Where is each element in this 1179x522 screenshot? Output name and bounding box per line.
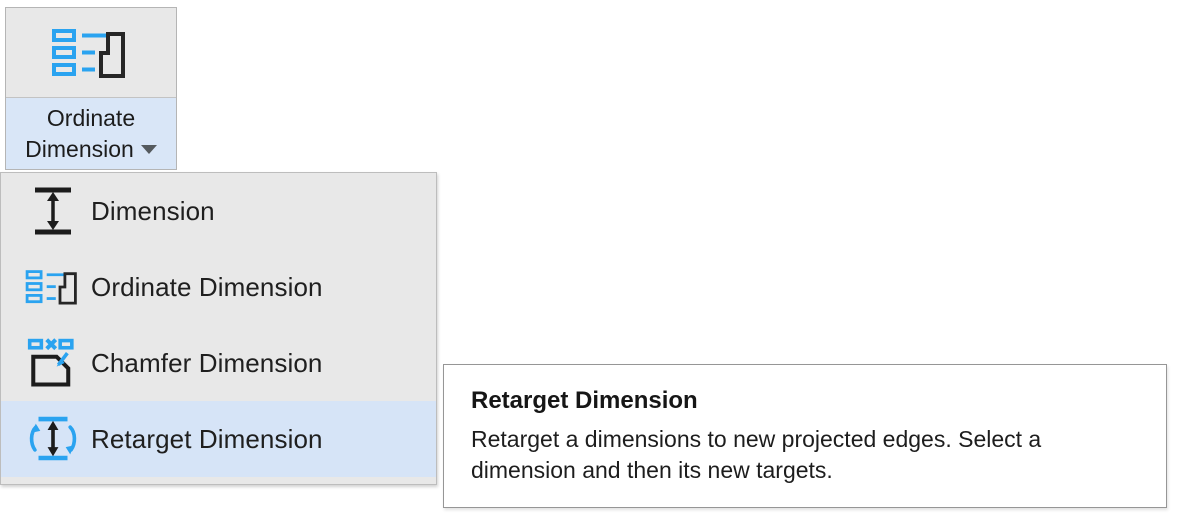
ordinate-dimension-icon (52, 28, 125, 78)
menu-item-label: Chamfer Dimension (91, 347, 323, 378)
tooltip: Retarget Dimension Retarget a dimensions… (443, 364, 1167, 508)
chevron-down-icon[interactable] (140, 144, 157, 154)
menu-item-ordinate-dimension[interactable]: Ordinate Dimension (1, 249, 436, 325)
tooltip-body: Retarget a dimensions to new projected e… (471, 426, 1042, 483)
ordinate-dimension-icon (15, 263, 91, 311)
ribbon-button-label[interactable]: Ordinate Dimension (6, 98, 176, 169)
menu-item-label: Retarget Dimension (91, 423, 323, 454)
ribbon-label-line1: Ordinate (46, 104, 136, 131)
dimension-icon (15, 185, 91, 237)
menu-item-label: Dimension (91, 195, 215, 226)
menu-item-chamfer-dimension[interactable]: Chamfer Dimension (1, 325, 436, 401)
menu-item-retarget-dimension[interactable]: Retarget Dimension (1, 401, 436, 477)
menu-item-label: Ordinate Dimension (91, 271, 323, 302)
chamfer-dimension-icon (15, 337, 91, 389)
tooltip-title: Retarget Dimension (471, 387, 698, 414)
retarget-dimension-icon (15, 412, 91, 466)
menu-item-dimension[interactable]: Dimension (1, 173, 436, 249)
ordinate-dimension-ribbon-button[interactable]: Ordinate Dimension (5, 7, 177, 170)
dimension-dropdown-menu[interactable]: Dimension Ordinate Dimension (0, 172, 437, 485)
ribbon-icon-area (6, 8, 176, 98)
ribbon-label-line2: Dimension (25, 135, 134, 162)
